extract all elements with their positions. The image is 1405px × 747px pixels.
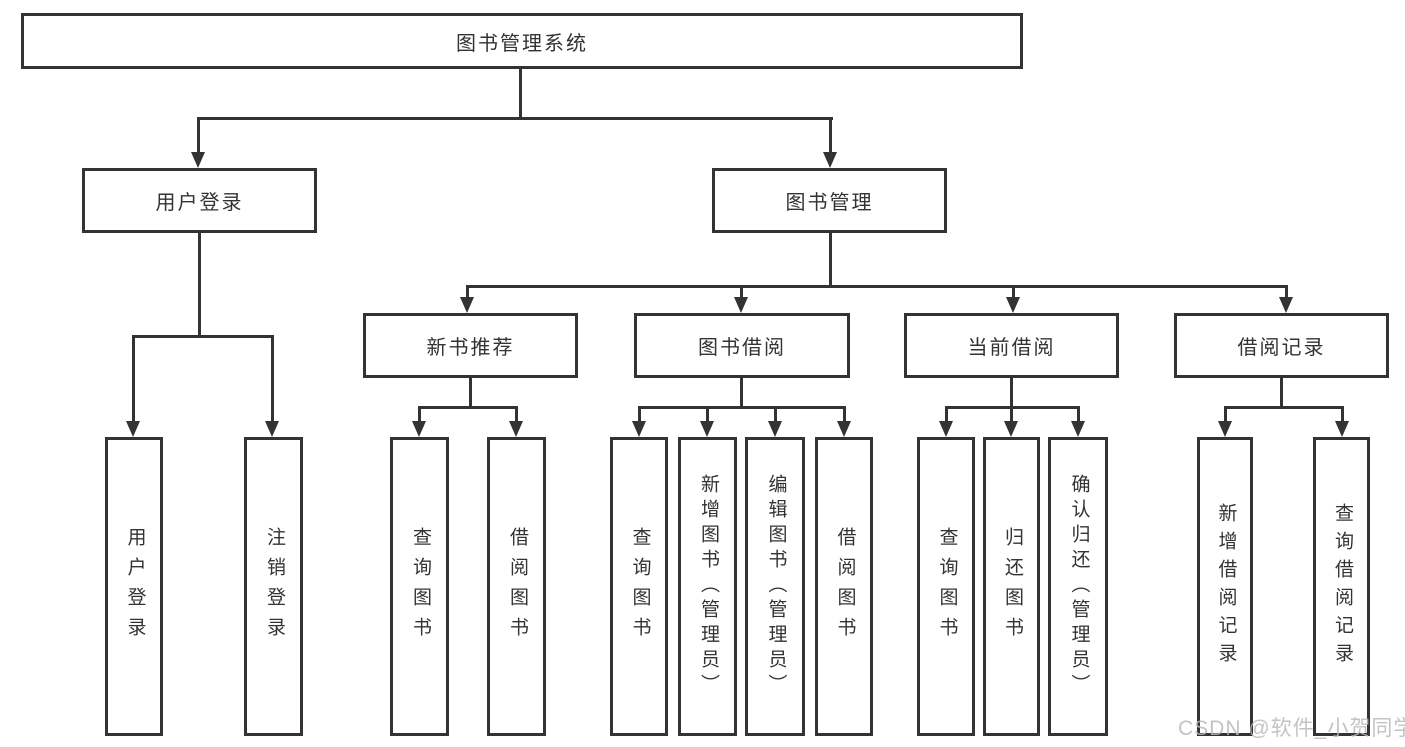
- arrow-down-icon: [700, 421, 714, 437]
- connector-vline: [198, 233, 201, 337]
- leaf-add-book-admin: 新增图书（管理员）: [678, 437, 737, 736]
- node-borrowing-records-label: 借阅记录: [1237, 337, 1326, 359]
- leaf-logout: 注销登录: [244, 437, 303, 736]
- leaf-query-book-current-label: 查询图书: [936, 526, 958, 647]
- connector-vline: [1010, 406, 1013, 431]
- connector-hline: [1224, 406, 1344, 409]
- node-book-management: 图书管理: [712, 168, 947, 233]
- leaf-borrow-book-recommend: 借阅图书: [487, 437, 546, 736]
- arrow-down-icon: [939, 421, 953, 437]
- connector-hline: [638, 406, 846, 409]
- leaf-return-book-label: 归还图书: [1001, 526, 1023, 647]
- leaf-add-book-admin-label: 新增图书（管理员）: [697, 474, 719, 699]
- arrow-down-icon: [460, 297, 474, 313]
- connector-vline: [132, 335, 135, 431]
- arrow-down-icon: [126, 421, 140, 437]
- leaf-edit-book-admin: 编辑图书（管理员）: [745, 437, 805, 736]
- connector-vline: [466, 285, 469, 307]
- leaf-borrow-book-label: 借阅图书: [834, 526, 856, 647]
- node-book-borrowing-label: 图书借阅: [698, 337, 786, 359]
- leaf-logout-label: 注销登录: [263, 526, 285, 647]
- connector-vline: [519, 69, 522, 119]
- connector-hline: [132, 335, 274, 338]
- arrow-down-icon: [509, 421, 523, 437]
- leaf-query-book-recommend-label: 查询图书: [409, 526, 431, 647]
- node-book-management-label: 图书管理: [785, 192, 874, 214]
- connector-vline: [1280, 378, 1283, 409]
- connector-vline: [1012, 285, 1015, 307]
- connector-vline: [945, 406, 948, 431]
- connector-vline: [1341, 406, 1344, 431]
- leaf-query-borrow-record-label: 查询借阅记录: [1331, 502, 1353, 671]
- leaf-return-book: 归还图书: [983, 437, 1040, 736]
- connector-vline: [774, 406, 777, 431]
- arrow-down-icon: [1218, 421, 1232, 437]
- arrow-down-icon: [823, 152, 837, 168]
- node-book-borrowing: 图书借阅: [634, 313, 850, 378]
- node-new-book-recommendation: 新书推荐: [363, 313, 578, 378]
- connector-vline: [469, 378, 472, 409]
- connector-vline: [271, 335, 274, 431]
- connector-hline: [197, 117, 833, 120]
- leaf-query-borrow-record: 查询借阅记录: [1313, 437, 1370, 736]
- arrow-down-icon: [1279, 297, 1293, 313]
- leaf-query-book-borrow-label: 查询图书: [629, 526, 651, 647]
- node-current-borrowing: 当前借阅: [904, 313, 1119, 378]
- connector-vline: [515, 406, 518, 431]
- node-borrowing-records: 借阅记录: [1174, 313, 1389, 378]
- arrow-down-icon: [768, 421, 782, 437]
- node-new-book-recommendation-label: 新书推荐: [426, 337, 515, 359]
- leaf-query-book-borrow: 查询图书: [610, 437, 668, 736]
- connector-vline: [740, 378, 743, 409]
- connector-vline: [829, 233, 832, 288]
- connector-hline: [418, 406, 518, 409]
- connector-vline: [418, 406, 421, 431]
- arrow-down-icon: [734, 297, 748, 313]
- node-root: 图书管理系统: [21, 13, 1023, 69]
- arrow-down-icon: [837, 421, 851, 437]
- arrow-down-icon: [1006, 297, 1020, 313]
- connector-vline: [1010, 378, 1013, 409]
- leaf-add-borrow-record: 新增借阅记录: [1197, 437, 1253, 736]
- leaf-confirm-return-admin: 确认归还（管理员）: [1048, 437, 1108, 736]
- leaf-edit-book-admin-label: 编辑图书（管理员）: [765, 474, 787, 699]
- csdn-watermark: CSDN @软件_小贺同学: [1178, 717, 1405, 740]
- connector-vline: [706, 406, 709, 431]
- arrow-down-icon: [265, 421, 279, 437]
- leaf-query-book-recommend: 查询图书: [390, 437, 449, 736]
- leaf-confirm-return-admin-label: 确认归还（管理员）: [1068, 474, 1090, 699]
- node-current-borrowing-label: 当前借阅: [967, 337, 1056, 359]
- arrow-down-icon: [412, 421, 426, 437]
- leaf-user-login-label: 用户登录: [124, 526, 146, 647]
- connector-vline: [638, 406, 641, 431]
- node-root-label: 图书管理系统: [456, 32, 588, 55]
- connector-hline: [466, 285, 1288, 288]
- arrow-down-icon: [1004, 421, 1018, 437]
- arrow-down-icon: [632, 421, 646, 437]
- connector-vline: [1285, 285, 1288, 307]
- leaf-borrow-book-recommend-label: 借阅图书: [506, 526, 528, 647]
- node-user-login: 用户登录: [82, 168, 317, 233]
- connector-vline: [1224, 406, 1227, 431]
- arrow-down-icon: [1335, 421, 1349, 437]
- leaf-query-book-current: 查询图书: [917, 437, 975, 736]
- connector-vline: [829, 117, 832, 162]
- leaf-user-login: 用户登录: [105, 437, 163, 736]
- leaf-add-borrow-record-label: 新增借阅记录: [1215, 502, 1237, 671]
- connector-vline: [197, 117, 200, 162]
- connector-vline: [1077, 406, 1080, 431]
- arrow-down-icon: [1071, 421, 1085, 437]
- connector-vline: [740, 285, 743, 307]
- node-user-login-label: 用户登录: [155, 192, 244, 214]
- leaf-borrow-book: 借阅图书: [815, 437, 873, 736]
- arrow-down-icon: [191, 152, 205, 168]
- connector-vline: [843, 406, 846, 431]
